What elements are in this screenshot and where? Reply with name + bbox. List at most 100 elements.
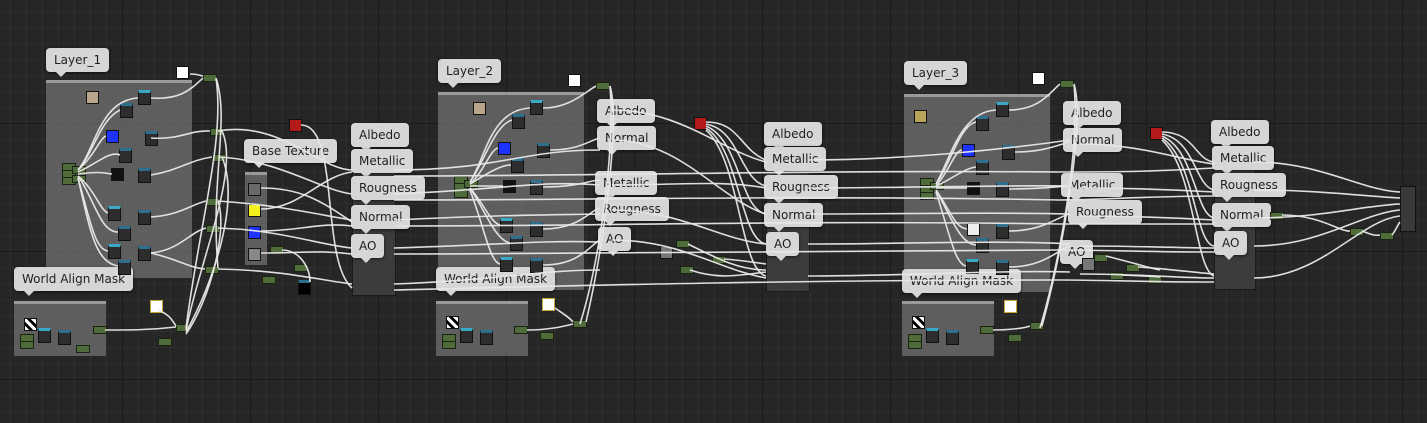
pin-rougness[interactable]: Rougness [351, 176, 425, 205]
pin-metallic-3[interactable]: Metallic [1212, 146, 1275, 175]
reroute-node[interactable] [1030, 322, 1044, 330]
pin-albedo-2[interactable]: Albedo [764, 122, 822, 151]
multiply-node[interactable] [118, 226, 131, 241]
layer-1-mask-title[interactable]: World Align Mask [14, 267, 134, 296]
red-constant-icon[interactable] [289, 119, 302, 132]
reroute-node[interactable] [20, 341, 34, 349]
layer-1-title[interactable]: Layer_1 [46, 48, 110, 77]
tan-texture-icon[interactable] [473, 102, 486, 115]
multiply-node[interactable] [976, 238, 989, 253]
pin-normal[interactable]: Normal [351, 205, 411, 234]
reroute-node[interactable] [442, 341, 456, 349]
blend-pin-normal-2[interactable]: Normal [1063, 128, 1123, 157]
reroute-node[interactable] [206, 225, 220, 233]
mask-node[interactable] [480, 330, 493, 345]
blend-pin-albedo[interactable]: Albedo [597, 99, 655, 128]
reroute-node[interactable] [573, 320, 587, 328]
blend-pin-rougness[interactable]: Rougness [595, 197, 669, 226]
reroute-node[interactable] [1008, 334, 1022, 342]
multiply-node[interactable] [510, 236, 523, 251]
reroute-node[interactable] [680, 266, 694, 274]
checker-texture-icon[interactable] [24, 318, 37, 331]
white-constant-icon[interactable] [1032, 72, 1045, 85]
reroute-node[interactable] [1270, 212, 1284, 220]
reroute-node[interactable] [454, 190, 468, 198]
layer-3-title[interactable]: Layer_3 [904, 61, 968, 90]
multiply-node[interactable] [118, 260, 131, 275]
reroute-node[interactable] [72, 166, 86, 174]
reroute-node[interactable] [158, 338, 172, 346]
white-texture-icon[interactable] [967, 223, 980, 236]
grey-texture-icon[interactable] [1082, 258, 1095, 271]
multiply-node[interactable] [512, 114, 525, 129]
base-texture-title[interactable]: Base Texture [244, 139, 337, 168]
reroute-node[interactable] [514, 326, 528, 334]
blue-color-swatch[interactable] [248, 226, 261, 239]
texture-node[interactable] [500, 257, 513, 272]
white-constant-icon[interactable] [1004, 300, 1017, 313]
texture-node[interactable] [500, 218, 513, 233]
lerp-node[interactable] [138, 210, 151, 225]
reroute-node[interactable] [930, 182, 944, 190]
pin-rougness-3[interactable]: Rougness [1212, 173, 1286, 202]
layer-2-title[interactable]: Layer_2 [438, 59, 502, 88]
lerp-node[interactable] [530, 222, 543, 237]
blend-node[interactable] [298, 280, 311, 295]
pin-normal-3[interactable]: Normal [1212, 203, 1272, 232]
reroute-node[interactable] [203, 74, 217, 82]
black-texture-icon[interactable] [503, 180, 516, 193]
blue-color-swatch[interactable] [106, 130, 119, 143]
pin-metallic[interactable]: Metallic [351, 149, 414, 178]
lerp-node[interactable] [145, 131, 158, 146]
reroute-node[interactable] [93, 326, 107, 334]
multiply-node[interactable] [119, 148, 132, 163]
lerp-node[interactable] [138, 168, 151, 183]
pin-normal-2[interactable]: Normal [764, 203, 824, 232]
reroute-node[interactable] [176, 324, 190, 332]
white-constant-icon[interactable] [542, 298, 555, 311]
blend-pin-rougness-2[interactable]: Rougness [1068, 200, 1142, 229]
reroute-node[interactable] [464, 180, 478, 188]
reroute-node[interactable] [76, 345, 90, 353]
blend-pin-metallic[interactable]: Metallic [595, 171, 658, 200]
white-constant-icon[interactable] [150, 300, 163, 313]
white-constant-icon[interactable] [568, 74, 581, 87]
blue-color-swatch[interactable] [498, 142, 511, 155]
black-texture-icon[interactable] [967, 182, 980, 195]
reroute-node[interactable] [1126, 264, 1140, 272]
reroute-node[interactable] [1350, 228, 1364, 236]
multiply-node[interactable] [976, 160, 989, 175]
reroute-node[interactable] [205, 266, 219, 274]
texture-node[interactable] [530, 100, 543, 115]
blend-pin-albedo-2[interactable]: Albedo [1063, 101, 1121, 130]
blend-pin-metallic-2[interactable]: Metallic [1061, 173, 1124, 202]
reroute-node[interactable] [212, 154, 226, 162]
multiply-node[interactable] [511, 158, 524, 173]
mask-node[interactable] [38, 328, 51, 343]
lerp-node[interactable] [1002, 145, 1015, 160]
red-constant-icon[interactable] [694, 117, 707, 130]
olive-texture-icon[interactable] [914, 110, 927, 123]
reroute-node[interactable] [712, 256, 726, 264]
texture-node[interactable] [966, 259, 979, 274]
pin-ao-2[interactable]: AO [766, 232, 800, 261]
texture-node[interactable] [108, 244, 121, 259]
reroute-node[interactable] [676, 240, 690, 248]
mask-node[interactable] [926, 328, 939, 343]
mask-node[interactable] [460, 328, 473, 343]
pin-ao-3[interactable]: AO [1214, 231, 1248, 260]
lerp-node[interactable] [530, 258, 543, 273]
reroute-node[interactable] [72, 175, 86, 183]
lerp-node[interactable] [996, 224, 1009, 239]
checker-texture-icon[interactable] [912, 316, 925, 329]
lerp-node[interactable] [530, 180, 543, 195]
reroute-node[interactable] [1380, 232, 1394, 240]
grey-texture-icon[interactable] [248, 183, 261, 196]
lerp-node[interactable] [996, 182, 1009, 197]
multiply-node[interactable] [976, 116, 989, 131]
pin-albedo-3[interactable]: Albedo [1211, 120, 1269, 149]
final-material-output-node[interactable] [1400, 186, 1416, 232]
lerp-node[interactable] [537, 143, 550, 158]
mask-node[interactable] [58, 330, 71, 345]
